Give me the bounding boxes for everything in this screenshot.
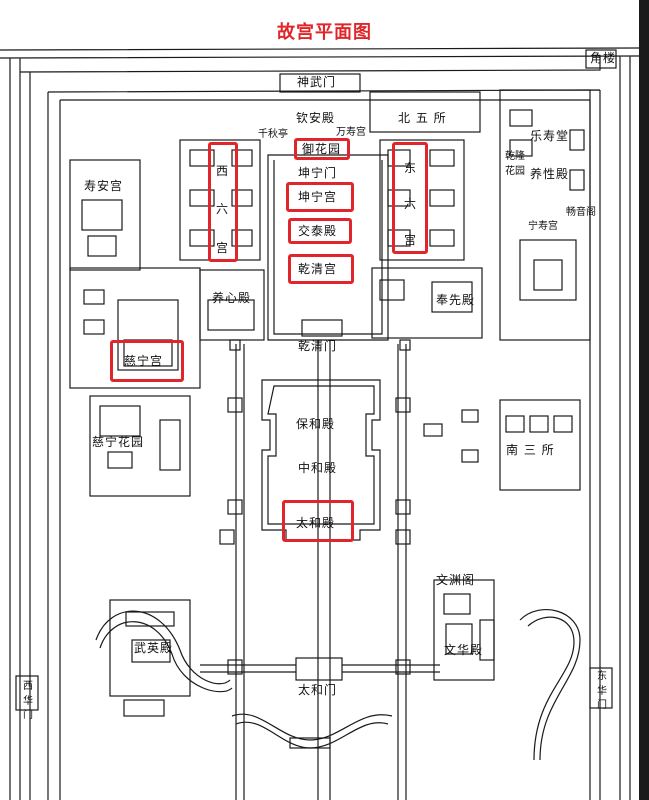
label-shenwumen: 神武门 [297,75,337,89]
label-jiaolou: 角楼 [590,51,617,65]
label-qianqinggong: 乾清宫 [298,262,338,276]
label-donghuamen: 东华门 [597,671,607,711]
golden-water-stream [231,713,393,749]
label-ningshougong: 宁寿宫 [528,221,558,232]
outer-court-terrace-inner [267,385,375,525]
wuyingdian-compound [109,599,191,697]
shouangong-compound [69,159,141,271]
label-fengxiandian: 奉先殿 [436,293,476,307]
label-kunningmen: 坤宁门 [298,166,338,180]
inner-boundary [47,89,601,800]
highlight-kunninggong [286,182,354,212]
highlight-qianqinggong [288,254,354,284]
label-leshoutang: 乐寿堂 [530,129,570,143]
taihemen-wall [200,664,440,673]
shenwumen-gate [279,73,361,93]
cininggong-compound [69,267,201,389]
beiwusuo-compound [369,91,481,133]
wenhuadian-compound [433,579,495,681]
highlight-taihedian [282,500,354,542]
xihuamen-gate [15,675,39,711]
ciningyuan-compound [89,395,191,497]
label-yangxindian: 养心殿 [212,291,252,305]
label-xiliugong: 西六宫 [216,164,229,255]
highlight-cininggong [110,340,184,382]
nansansuo-compound [499,399,581,491]
donghuamen-gate [589,667,613,709]
outer-wall [0,47,641,800]
label-dongliugong: 东六宫 [404,161,417,247]
ningshougong-compound [499,89,591,341]
fengxiandian-compound [371,267,483,339]
label-yangxingdian: 养性殿 [530,167,570,181]
label-nansansuo: 南 三 所 [506,443,555,457]
label-qianqingmen: 乾清门 [298,339,338,353]
highlight-dongliugong [392,142,428,254]
dongliugong-compound [379,139,465,261]
qianqingmen-gate [301,319,343,337]
label-taihedian: 太和殿 [296,516,336,530]
map-title: 故宫平面图 [277,22,372,43]
central-corridor [317,340,331,800]
highlight-yuhuayuan [294,138,350,160]
label-wenhuadian: 文华殿 [444,643,484,657]
label-ciningyuan: 慈宁花园 [92,435,145,449]
label-qinandian: 钦安殿 [296,111,336,125]
highlight-xiliugong [208,142,238,262]
label-shouangong: 寿安宫 [84,179,124,193]
taihemen-gate [295,657,343,681]
label-changyinge: 畅音阁 [566,207,596,218]
label-baohedian: 保和殿 [296,417,336,431]
highlight-jiaotaidian [288,218,352,244]
label-wenyuange: 文渊阁 [436,573,476,587]
label-beiwusuo: 北 五 所 [398,111,447,125]
corner-tower [585,49,617,69]
label-yuhuayuan: 御花园 [302,142,342,156]
label-kunninggong: 坤宁宫 [298,190,338,204]
outer-court-wall [235,344,407,800]
west-stream [95,610,233,693]
label-xihuamen: 西华门 [23,681,33,721]
label-wanshougong: 万寿宫 [336,127,366,138]
label-qianlonghuayuan: 乾隆花园 [505,151,525,177]
label-taihemen: 太和门 [298,683,338,697]
label-wuyingdian: 武英殿 [134,641,174,655]
label-qianqiuting: 千秋亭 [258,129,288,140]
label-zhonghedian: 中和殿 [298,461,338,475]
label-cininggong: 慈宁宫 [124,354,164,368]
label-jiaotaidian: 交泰殿 [298,224,338,238]
right-edge-bar [639,0,649,800]
east-stream [519,609,581,761]
